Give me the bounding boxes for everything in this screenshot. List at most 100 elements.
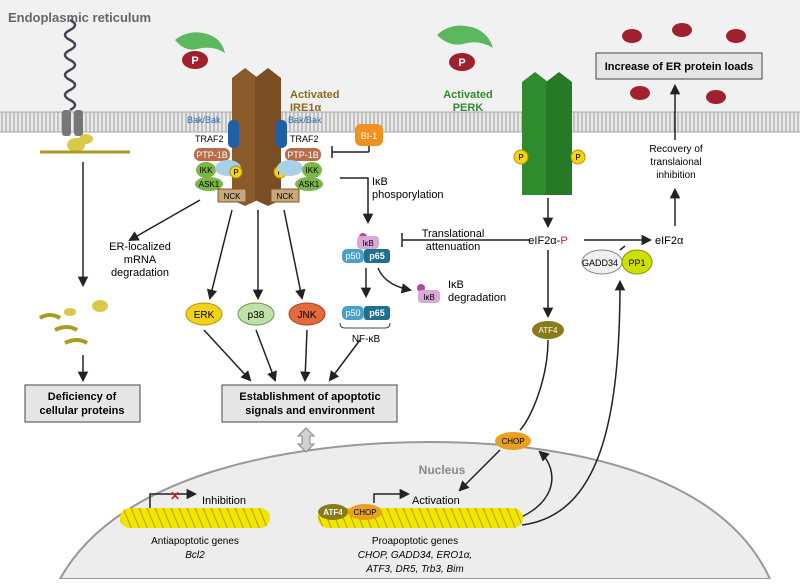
misfolded-proteins-cluster	[622, 23, 746, 104]
p50-shape	[342, 249, 364, 263]
perk-p-right-shape	[570, 149, 586, 165]
er-mrna-text-2: mRNA	[124, 254, 157, 266]
er-channel-right	[74, 110, 83, 136]
ikb-degraded-label: IκB	[423, 293, 435, 302]
chop-label: CHOP	[501, 437, 524, 446]
nck-left: NCK	[224, 192, 242, 201]
ikb-label: IκB	[362, 239, 374, 248]
perk-dimer	[522, 72, 572, 195]
inhibition-x: ✕	[170, 489, 180, 503]
deficiency-line1: Deficiency of	[48, 391, 117, 403]
jnk-label: JNK	[298, 310, 317, 321]
ask1-right-shape	[295, 177, 323, 191]
bip-chaperone-perk	[437, 25, 493, 48]
transl-atten-1: Translational	[422, 228, 485, 240]
erk-label: ERK	[194, 310, 215, 321]
anti-genes-2: Bcl2	[185, 550, 205, 561]
chop-nuclear-shape	[348, 504, 382, 520]
traf-ellipse-right	[277, 160, 303, 176]
er-mrna-text-1: ER-localized	[109, 241, 171, 253]
jnk-shape	[288, 302, 326, 326]
ikb-deg-2: degradation	[448, 292, 506, 304]
atf4-label: ATF4	[539, 326, 559, 335]
perk-p-left: P	[518, 153, 523, 162]
perk-p-left-shape	[513, 149, 529, 165]
p65-free-label: p65	[369, 308, 385, 318]
p65-free-shape	[364, 306, 390, 320]
nfkb-label: NF-κB	[352, 334, 381, 345]
ikb-phos-2: phosporylation	[372, 189, 444, 201]
pro-genes-2: CHOP, GADD34, ERO1α,	[358, 550, 472, 561]
deficiency-line2: cellular proteins	[40, 405, 125, 417]
svg-text:P: P	[458, 57, 465, 69]
p65-shape	[364, 249, 390, 263]
ask1-left-shape	[195, 177, 223, 191]
atf4-nuclear-shape	[318, 504, 348, 520]
pp1-shape	[621, 249, 653, 275]
gadd34-label: GADD34	[582, 258, 618, 268]
eif2a-p: eIF2α-P	[528, 235, 567, 247]
bak-right: Bak/Bak	[288, 115, 322, 125]
ptp1b-right-shape	[285, 148, 321, 161]
establishment-line2: signals and environment	[245, 405, 375, 417]
ptp1b-right: PTP-1B	[287, 150, 319, 160]
chop-nuclear-label: CHOP	[353, 508, 376, 517]
misfolded-protein-perk	[449, 53, 475, 71]
erk-shape	[185, 302, 223, 326]
p-badge-left: P	[233, 168, 238, 177]
ptp1b-left: PTP-1B	[196, 150, 228, 160]
increase-box	[595, 52, 763, 80]
nck-left-shape	[217, 188, 247, 203]
svg-text:P: P	[191, 55, 198, 67]
p38-label: p38	[248, 310, 265, 321]
recovery-1: Recovery of	[649, 144, 703, 155]
er-channel-left	[62, 110, 71, 136]
pp1-label: PP1	[628, 258, 645, 268]
nck-right: NCK	[277, 192, 295, 201]
ask1-right: ASK1	[299, 180, 320, 189]
recovery-3: inhibition	[656, 170, 695, 181]
ikk-right: IKK	[306, 166, 320, 175]
bip-chaperone-ire1	[175, 32, 225, 53]
p38-shape	[237, 302, 275, 326]
transl-atten-2: attenuation	[426, 241, 480, 253]
bak-left: Bak/Bak	[187, 115, 221, 125]
p65-label: p65	[369, 251, 385, 261]
p-badge-left-shape	[229, 165, 243, 179]
activation-label: Activation	[412, 495, 460, 507]
increase-text: Increase of ER protein loads	[605, 61, 754, 73]
bi1-shape	[355, 124, 383, 146]
bak-channel-left	[228, 120, 239, 148]
eif2a: eIF2α	[655, 235, 684, 247]
ikk-right-shape	[302, 162, 322, 178]
bi1-label: BI-1	[361, 131, 378, 141]
ire1-label-1: Activated	[290, 89, 340, 101]
pro-genes-1: Proapoptotic genes	[372, 536, 458, 547]
establishment-line1: Establishment of apoptotic	[239, 391, 380, 403]
bak-channel-right	[276, 120, 287, 148]
mrna-fragments	[38, 300, 108, 345]
ikk-left: IKK	[200, 166, 214, 175]
er-receptor-squiggle	[63, 18, 77, 112]
er-membrane	[0, 112, 800, 132]
establishment-box	[221, 384, 398, 423]
nck-right-shape	[270, 188, 300, 203]
traf2-left: TRAF2	[195, 134, 224, 144]
misfolded-protein-ire1	[182, 51, 208, 69]
ikb-shape	[357, 236, 379, 249]
perk-p-right: P	[575, 153, 580, 162]
perk-label-1: Activated	[443, 89, 493, 101]
ikb-phos-1: IκB	[372, 176, 388, 188]
ikb-degraded-shape	[418, 290, 440, 303]
atf4-nuclear-label: ATF4	[323, 508, 343, 517]
ikb-deg-1: IκB	[448, 279, 464, 291]
er-title: Endoplasmic reticulum	[8, 10, 151, 25]
perk-label-2: PERK	[453, 102, 484, 114]
nucleus-double-arrow	[296, 427, 316, 453]
recovery-2: translaional	[650, 157, 701, 168]
ire1-label-2: IRE1α	[290, 102, 321, 114]
p50-free-label: p50	[345, 308, 360, 318]
pro-genes-3: ATF3, DR5, Trb3, Bim	[365, 564, 463, 575]
